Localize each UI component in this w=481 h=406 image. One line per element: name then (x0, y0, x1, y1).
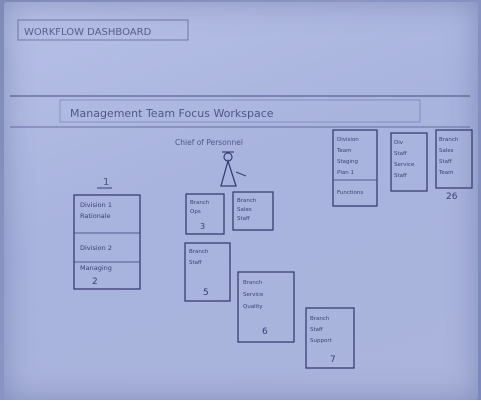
card-line: Staff (394, 173, 407, 179)
card-right-3: Branch Sales Staff Team (435, 129, 473, 189)
banner-title: Management Team Focus Workspace (70, 107, 274, 120)
card-number: 2 (92, 277, 98, 287)
card-number: 5 (203, 288, 209, 298)
card-line: Staff (237, 216, 250, 222)
card-mid-4: Branch Service Quality 6 (237, 271, 295, 343)
card-line: Branch (243, 280, 263, 286)
card-line: Staff (310, 327, 323, 333)
card-line: Branch (190, 200, 210, 206)
card-mid-2: Branch Sales Staff (232, 191, 274, 231)
card-line: Team (336, 148, 352, 154)
header-label: WORKFLOW DASHBOARD (17, 19, 189, 41)
left-card-stack: Division 1 Rationale Division 2 Managing… (73, 194, 141, 290)
card-line: Quality (243, 304, 263, 310)
card-line: Managing (80, 264, 112, 272)
card-line: Ops (190, 209, 201, 215)
card-line: Staff (189, 260, 202, 266)
subtitle: Chief of Personnel (175, 138, 243, 147)
card-line: Staging (337, 159, 358, 165)
card-line: Branch (189, 249, 209, 255)
card-line: Functions (337, 190, 363, 196)
card-line: Branch (310, 316, 330, 322)
group-number-right: 26 (446, 192, 458, 202)
card-line: Service (394, 162, 415, 168)
card-number: 6 (262, 327, 268, 337)
group-number-left: 1 (103, 177, 109, 188)
paper-sheet (4, 2, 478, 400)
card-line: Staff (439, 159, 452, 165)
card-line: Sales (237, 207, 252, 213)
banner: Management Team Focus Workspace (10, 95, 470, 128)
person-figure-icon (220, 151, 247, 187)
card-line: Service (243, 292, 264, 298)
card-line: Branch (439, 137, 459, 143)
card-number: 7 (330, 355, 336, 365)
card-line: Plan 1 (337, 170, 354, 176)
card-line: Division (337, 137, 359, 143)
card-line: Staff (394, 151, 407, 157)
card-line: Division 1 (80, 201, 112, 209)
card-line: Sales (439, 148, 454, 154)
card-line: Division 2 (80, 244, 112, 252)
card-line: Team (438, 170, 454, 176)
card-right-2: Div Staff Service Staff (390, 132, 428, 192)
card-bottom: Branch Staff Support 7 (305, 307, 355, 369)
card-line: Support (310, 338, 333, 344)
card-line: Rationale (80, 212, 111, 220)
card-number: 3 (200, 222, 205, 231)
card-line: Div (394, 140, 404, 146)
card-right-1: Division Team Staging Plan 1 Functions (332, 129, 378, 207)
card-mid-1: Branch Ops 3 (185, 193, 225, 235)
photo-bottom-edge (0, 400, 481, 406)
card-line: Branch (237, 198, 257, 204)
card-mid-3: Branch Staff 5 (184, 242, 231, 302)
header-label-text: WORKFLOW DASHBOARD (24, 27, 152, 38)
